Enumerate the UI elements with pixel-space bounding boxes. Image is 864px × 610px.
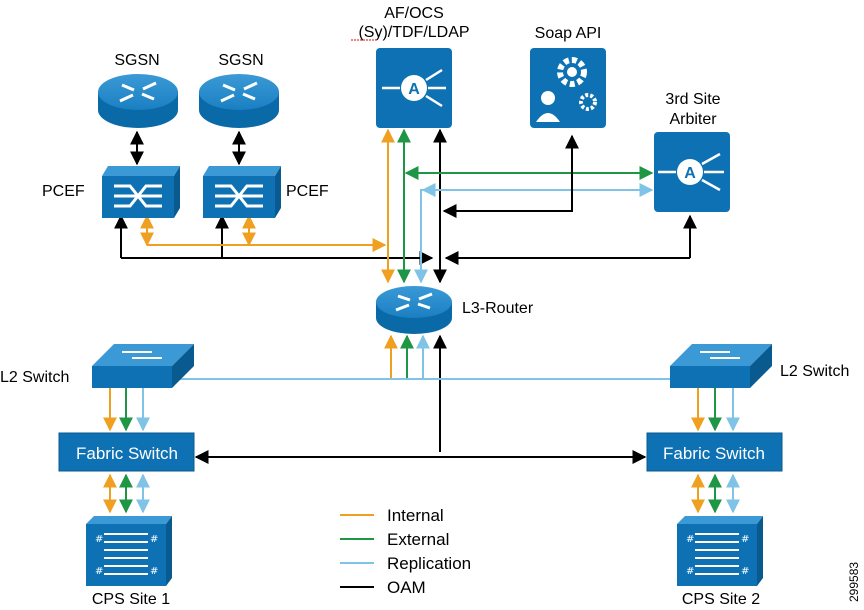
l2-switch-right-label: L2 Switch: [780, 363, 849, 380]
legend-label: External: [387, 530, 449, 549]
fabric-left-label: Fabric Switch: [76, 444, 178, 463]
svg-text:#: #: [95, 534, 103, 545]
fabric-right-label: Fabric Switch: [663, 444, 765, 463]
svg-text:#: #: [741, 566, 749, 577]
svg-text:A: A: [684, 165, 696, 182]
router-icon: [199, 74, 279, 128]
arbiter-label-line1: 3rd Site: [665, 91, 720, 108]
svg-text:#: #: [95, 566, 103, 577]
fabric-switch-right: Fabric Switch: [646, 432, 783, 472]
switch-icon: [203, 166, 281, 218]
af-label-line2: (Sy)/TDF/LDAP: [358, 24, 469, 41]
l2-switch-left-label: L2 Switch: [0, 369, 69, 386]
sgsn-label-1: SGSN: [114, 52, 159, 69]
router-icon: [98, 74, 178, 128]
figure-number: 299583: [847, 562, 861, 602]
oam-link-soap: [442, 134, 579, 218]
cps-site-1-label: CPS Site 1: [92, 591, 170, 608]
svg-text:#: #: [686, 566, 694, 577]
server-rack-icon: # # # #: [677, 516, 763, 586]
sgsn-label-2: SGSN: [218, 52, 263, 69]
switch-icon: [92, 344, 194, 388]
legend-label: OAM: [387, 578, 426, 597]
server-rack-icon: # # # #: [86, 516, 172, 586]
fabric-switch-left: Fabric Switch: [58, 432, 195, 472]
soap-label: Soap API: [535, 25, 602, 42]
app-accelerator-icon: A: [376, 48, 452, 128]
switch-icon: [102, 166, 180, 218]
app-accelerator-icon: A: [654, 132, 730, 212]
arbiter-label-line2: Arbiter: [669, 111, 717, 128]
connections: [103, 128, 740, 514]
svg-text:#: #: [741, 534, 749, 545]
router-icon: [376, 286, 452, 334]
pcef-label-2: PCEF: [286, 183, 329, 200]
svg-text:#: #: [150, 566, 158, 577]
replication-link-arbiter: [420, 183, 654, 198]
soap-api-icon: [530, 48, 606, 128]
legend-label: Replication: [387, 554, 471, 573]
svg-text:#: #: [150, 534, 158, 545]
l3-router-label: L3-Router: [462, 300, 534, 317]
svg-text:#: #: [686, 534, 694, 545]
switch-icon: [670, 344, 772, 388]
cps-site-2-label: CPS Site 2: [682, 591, 760, 608]
pcef-label-1: PCEF: [42, 183, 85, 200]
af-label-line1: AF/OCS: [384, 5, 444, 22]
svg-text:A: A: [408, 81, 420, 98]
legend-label: Internal: [387, 506, 444, 525]
